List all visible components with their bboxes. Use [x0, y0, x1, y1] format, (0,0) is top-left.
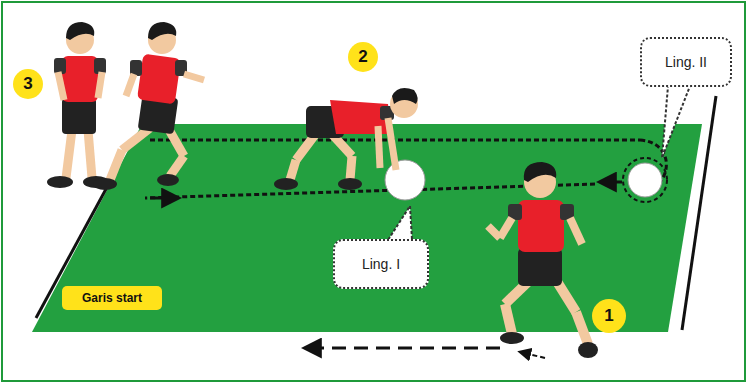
start-tag: Garis start: [62, 286, 162, 310]
callout-number: 3: [23, 74, 32, 94]
direction-arrow: [520, 352, 545, 358]
callout-number: 1: [604, 306, 613, 326]
callout-bubble: Ling. I: [333, 239, 429, 289]
callout-bubble: Ling. II: [640, 37, 732, 87]
callout-number: 2: [358, 47, 367, 67]
player: [488, 162, 598, 358]
field: [32, 124, 702, 332]
player: [93, 22, 204, 190]
label-text: Ling. I: [362, 256, 400, 272]
direction-arrow: [305, 347, 500, 350]
label-text: Garis start: [82, 291, 142, 305]
path-arrow: [600, 181, 622, 184]
end-line: [682, 96, 716, 330]
callout-number: 3: [13, 69, 43, 99]
path-loop: [623, 158, 667, 202]
callout-number: 2: [348, 42, 378, 72]
player: [47, 22, 109, 188]
bubble-pointer: [388, 206, 412, 240]
ball: [385, 160, 425, 200]
callout-number: 1: [592, 299, 626, 333]
label-text: Ling. II: [665, 54, 707, 70]
bubble-pointer: [662, 86, 690, 158]
player: [274, 88, 418, 190]
ball: [628, 163, 662, 197]
path-arrow: [150, 197, 178, 200]
